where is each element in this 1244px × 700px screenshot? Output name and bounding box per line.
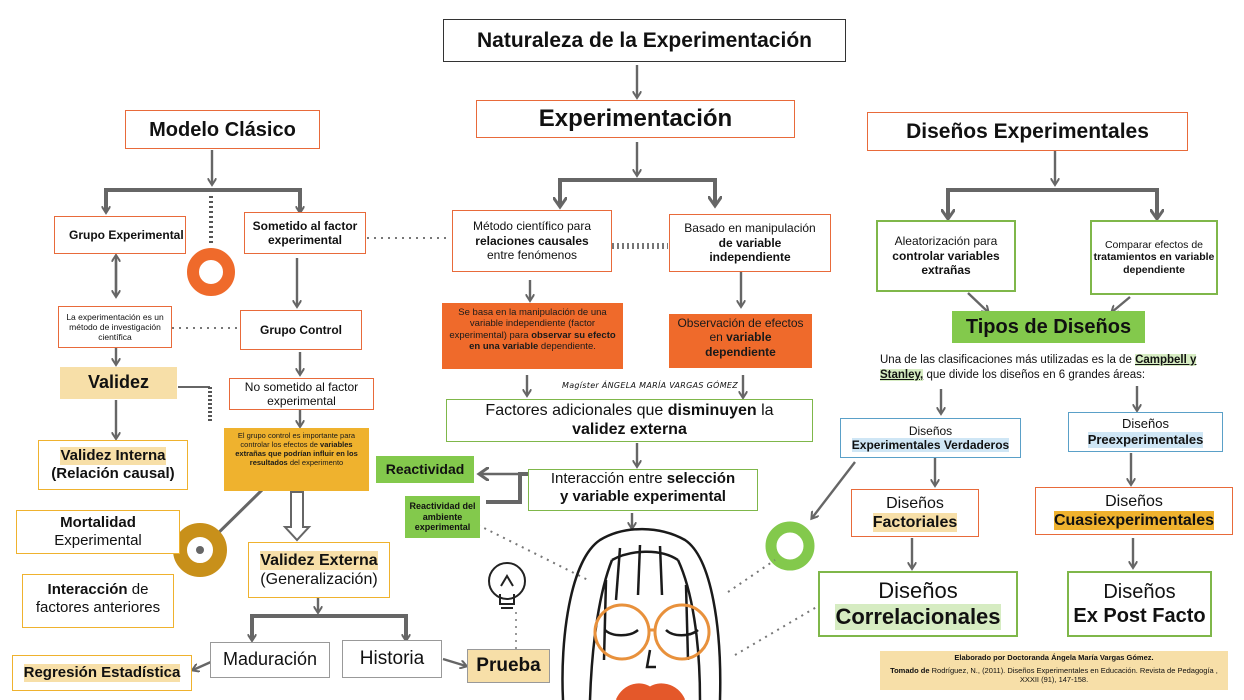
tipos-disenos-box: Tipos de Diseños [952,311,1145,343]
disenos-experimentales-box: Diseños Experimentales [867,112,1188,151]
sometido-box: Sometido al factor experimental [244,212,366,254]
prueba-box: Prueba [467,649,550,683]
external-validity-factors-box: Factores adicionales que disminuyen la v… [446,399,813,442]
diagram-title: Naturaleza de la Experimentación [443,19,846,62]
manipulation-note: Se basa en la manipulación de una variab… [442,303,623,369]
causal-method-box: Método científico para relaciones causal… [452,210,612,272]
modelo-clasico-box: Modelo Clásico [125,110,320,149]
maduracion-box: Maduración [210,642,330,678]
disenos-correlacionales-box: Diseños Correlacionales [818,571,1018,637]
author-signature: Magíster ÁNGELA MARÍA VARGAS GÓMEZ [562,381,739,390]
face-illustration [561,527,722,700]
aleatorizacion-box: Aleatorización para controlar variables … [876,220,1016,292]
validez-box: Validez [60,367,177,399]
disenos-preexp-box: Diseños Preexperimentales [1068,412,1223,452]
validez-interna-box: Validez Interna (Relación causal) [38,440,188,490]
validez-externa-box: Validez Externa (Generalización) [248,542,390,598]
disenos-factoriales-box: Diseños Factoriales [851,489,979,537]
regresion-box: Regresión Estadística [12,655,192,691]
classification-text: Una de las clasificaciones más utilizada… [880,354,1197,381]
manipulation-box: Basado en manipulación de variable indep… [669,214,831,272]
control-group-note: El grupo control es importante para cont… [224,428,369,491]
disenos-cuasi-box: Diseños Cuasiexperimentales [1035,487,1233,535]
environment-reactivity-box: Reactividad del ambiente experimental [405,496,480,538]
selection-interaction-box: Interacción entre selección y variable e… [528,469,758,511]
method-note-box: La experimentación es un método de inves… [58,306,172,348]
grupo-control-box: Grupo Control [240,310,362,350]
lightbulb-icon [488,562,526,609]
disenos-expost-box: Diseños Ex Post Facto [1067,571,1212,637]
no-sometido-box: No sometido al factor experimental [229,378,374,410]
grupo-experimental-box: Grupo Experimental [54,216,186,254]
historia-box: Historia [342,640,442,678]
mortalidad-box: Mortalidad Experimental [16,510,180,554]
comparar-box: Comparar efectos de tratamientos en vari… [1090,220,1218,295]
disenos-verdaderos-box: Diseños Experimentales Verdaderos [840,418,1021,458]
dependent-observation-note: Observación de efectos en variable depen… [669,314,812,368]
experimentacion-box: Experimentación [476,100,795,138]
reactividad-box: Reactividad [376,456,474,483]
interaccion-box: Interacción de factores anteriores [22,574,174,628]
credits-box: Elaborado por Doctoranda Ángela María Va… [880,651,1228,690]
